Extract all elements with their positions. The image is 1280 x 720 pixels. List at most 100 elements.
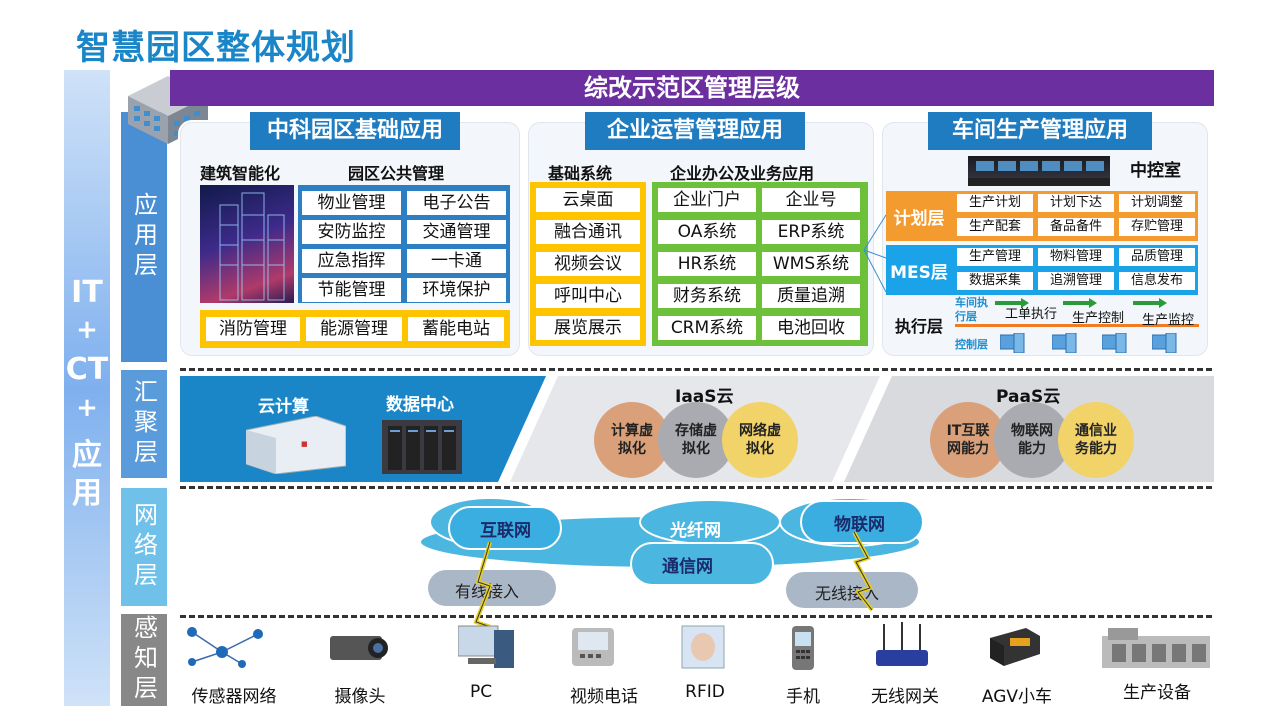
public-mgmt-item: 物业管理: [302, 191, 401, 215]
device-label: PC: [469, 682, 493, 702]
public-mgmt-item: 电子公告: [407, 191, 506, 215]
plan-layer-label: 计划层: [886, 191, 952, 241]
production-equipment-icon: [1100, 626, 1212, 670]
production-control: 生产控制: [1072, 311, 1125, 326]
panel-park-basic-title: 中科园区基础应用: [250, 112, 460, 150]
telecom-capability: 通信业务能力: [1058, 402, 1134, 478]
plan-layer-item: 计划调整: [1119, 194, 1195, 212]
arrow-icon: [1063, 298, 1097, 308]
computer-icon: [1000, 333, 1026, 353]
rack-server-icon: [382, 414, 462, 474]
management-level-bar: 综改示范区管理层级: [170, 70, 1214, 106]
exec-line: [955, 324, 1199, 327]
network-virtualization: 网络虚拟化: [722, 402, 798, 478]
sensor-network-icon: [182, 622, 268, 670]
office-business-item: CRM系统: [658, 316, 756, 340]
energy-management: 能源管理: [306, 317, 402, 341]
video-phone-icon: [568, 624, 618, 670]
mes-layer-item: 物料管理: [1038, 248, 1114, 266]
office-business-label: 企业办公及业务应用: [670, 164, 815, 183]
plan-layer-item: 计划下达: [1038, 194, 1114, 212]
basic-system-item: 云桌面: [536, 188, 640, 212]
pc-icon: [458, 620, 518, 670]
mes-layer-item: 品质管理: [1119, 248, 1195, 266]
workshop-exec-label: 车间执行层: [955, 296, 988, 323]
basic-system-item: 呼叫中心: [536, 284, 640, 308]
office-business-item: 企业门户: [658, 188, 756, 212]
device-label: 生产设备: [1123, 683, 1191, 703]
control-room-label: 中控室: [1130, 161, 1181, 181]
it-label-2: CT: [65, 352, 109, 387]
plan-layer-item: 备品备件: [1038, 218, 1114, 236]
device-label: 无线网关: [871, 687, 939, 707]
control-layer-label: 控制层: [955, 338, 988, 351]
device-label: 摄像头: [334, 687, 386, 707]
separator-1: [180, 368, 1212, 371]
mes-layer-item: 追溯管理: [1038, 272, 1114, 290]
device-label: 视频电话: [570, 687, 638, 707]
office-business-item: 质量追溯: [762, 284, 860, 308]
iot-label: 物联网: [834, 515, 885, 535]
cloud-compute-label: 云计算: [258, 397, 309, 417]
energy-storage-station: 蓄能电站: [408, 317, 504, 341]
work-order-exec: 工单执行: [1005, 307, 1058, 322]
mobile-phone-icon: [790, 624, 816, 672]
it-label-5: 用: [72, 476, 102, 511]
rfid-icon: [678, 624, 728, 670]
it-label-1: +: [76, 315, 98, 345]
office-business-item: 企业号: [762, 188, 860, 212]
public-mgmt-item: 一卡通: [407, 249, 506, 273]
layer-tab-agg: 汇聚层: [121, 370, 167, 478]
public-management-label: 园区公共管理: [348, 164, 445, 183]
production-monitor: 生产监控: [1142, 313, 1195, 328]
device-label: RFID: [685, 682, 725, 702]
device-label: 手机: [786, 687, 820, 707]
office-business-item: OA系统: [658, 220, 756, 244]
agv-icon: [986, 624, 1042, 670]
separator-2: [180, 486, 1212, 489]
layer-tab-app: 应用层: [121, 112, 167, 362]
wireless-gateway-icon: [874, 620, 930, 670]
control-room-image: [968, 156, 1110, 186]
data-center-label: 数据中心: [386, 395, 454, 415]
public-mgmt-item: 安防监控: [302, 220, 401, 244]
page-title: 智慧园区整体规划: [76, 28, 356, 68]
arrow-icon: [1133, 298, 1167, 308]
arrow-icon: [995, 298, 1029, 308]
building-image: [200, 185, 294, 303]
wired-cloud: [428, 570, 556, 606]
basic-system-item: 视频会议: [536, 252, 640, 276]
office-business-item: 财务系统: [658, 284, 756, 308]
device-label: AGV小车: [981, 687, 1053, 707]
mes-layer-item: 生产管理: [957, 248, 1033, 266]
public-mgmt-item: 应急指挥: [302, 249, 401, 273]
paas-label: PaaS云: [996, 387, 1061, 407]
storage-virtualization: 存储虚拟化: [658, 402, 734, 478]
separator-3: [180, 615, 1212, 618]
public-mgmt-item: 交通管理: [407, 220, 506, 244]
lightning-icon: [852, 532, 874, 612]
it-internet-capability: IT互联网能力: [930, 402, 1006, 478]
exec-layer-label: 执行层: [895, 317, 944, 336]
telecom-label: 通信网: [662, 557, 713, 577]
it-label-3: +: [76, 393, 98, 423]
fiber-label: 光纤网: [670, 521, 721, 541]
internet-label: 互联网: [480, 521, 531, 541]
computer-icon: [1152, 333, 1178, 353]
it-label-4: 应: [72, 438, 102, 473]
telecom-cloud: [630, 542, 774, 586]
building-intelligence-label: 建筑智能化: [200, 164, 281, 183]
compute-virtualization: 计算虚拟化: [594, 402, 670, 478]
mes-layer-label: MES层: [886, 245, 952, 295]
plan-layer-item: 生产配套: [957, 218, 1033, 236]
container-server-icon: ■: [246, 416, 346, 474]
internet-cloud: [448, 506, 562, 550]
panel-workshop-title: 车间生产管理应用: [928, 112, 1152, 150]
panel-enterprise-title: 企业运营管理应用: [585, 112, 805, 150]
public-mgmt-item: 节能管理: [302, 278, 401, 302]
computer-icon: [1052, 333, 1078, 353]
device-label: 传感器网络: [191, 687, 277, 707]
it-ct-app-bar: IT + CT + 应 用: [64, 70, 110, 706]
fire-management: 消防管理: [206, 317, 300, 341]
plan-layer-item: 生产计划: [957, 194, 1033, 212]
